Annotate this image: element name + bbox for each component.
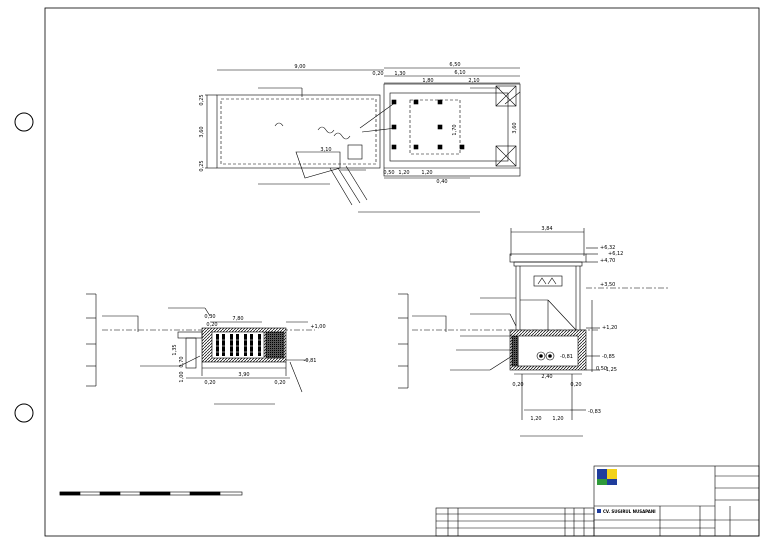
plan-dim-left-height: 3,60 bbox=[199, 126, 205, 137]
cross-bottom-c: 1,20 bbox=[552, 416, 563, 422]
binding-hole-bottom bbox=[14, 403, 34, 423]
plan-dim-sub-top: 6,10 bbox=[454, 70, 465, 76]
plan-dim-seg-c: 2,10 bbox=[468, 78, 479, 84]
cross-elev-3: +3,50 bbox=[600, 282, 615, 288]
long-section-labels: 7,80 +1,00 -0,81 0,30 0,20 0,20 3,90 0,2… bbox=[172, 314, 326, 386]
long-h-c: 1,00 bbox=[179, 371, 185, 382]
plan-dim-seg-a: 1,30 bbox=[394, 71, 405, 77]
long-section bbox=[86, 293, 315, 405]
cross-top-width: 3,84 bbox=[541, 226, 552, 232]
cross-elev-1: +6,12 bbox=[608, 251, 623, 257]
plan-dim-left-top: 0,25 bbox=[199, 94, 205, 105]
long-base-left: 0,20 bbox=[204, 380, 215, 386]
long-span-label: 7,80 bbox=[232, 316, 243, 322]
plan-dim-bottom-a: 0,50 bbox=[383, 170, 394, 176]
scale-bar bbox=[59, 491, 243, 496]
cross-elev-4: +1,20 bbox=[602, 325, 617, 331]
plan-dim-right-height: 3,60 bbox=[512, 122, 518, 133]
plan-dim-small-top: 0,20 bbox=[372, 71, 383, 77]
cross-small: 0,50 bbox=[596, 366, 607, 372]
long-h-a: 1,35 bbox=[172, 344, 178, 355]
plan-dim-bottom-total: 0,40 bbox=[436, 179, 447, 185]
long-elev-top: +1,00 bbox=[310, 324, 325, 330]
long-h-b: 0,70 bbox=[179, 356, 185, 367]
plan-dim-labels: 9,00 6,50 0,20 1,30 6,10 1,80 2,10 0,25 … bbox=[199, 62, 518, 185]
long-left-a: 0,30 bbox=[204, 314, 215, 320]
cross-section-labels: 3,84 +6,32 +6,12 +4,70 +3,50 +1,20 -0,85… bbox=[512, 226, 623, 422]
long-left-b: 0,20 bbox=[206, 322, 217, 328]
plan-dim-bottom-b: 1,20 bbox=[398, 170, 409, 176]
cross-bottom-b: 1,20 bbox=[530, 416, 541, 422]
plan-dim-left-bottom: 0,25 bbox=[199, 160, 205, 171]
cross-bottom-d: 0,20 bbox=[570, 382, 581, 388]
cross-mid: 2,40 bbox=[541, 374, 552, 380]
company-name: CV. SUGIRUL NUSAPANI bbox=[603, 509, 656, 514]
cross-water: -0,81 bbox=[560, 354, 573, 360]
cross-section bbox=[398, 228, 668, 437]
cross-elev-7: -0,83 bbox=[588, 409, 601, 415]
long-base-right: 0,20 bbox=[274, 380, 285, 386]
company-logo: CV. SUGIRUL NUSAPANI bbox=[597, 469, 656, 514]
long-base-mid: 3,90 bbox=[238, 372, 249, 378]
cross-bottom-a: 0,20 bbox=[512, 382, 523, 388]
plan-dim-stair: 3,10 bbox=[320, 147, 331, 153]
title-block bbox=[435, 465, 760, 537]
binding-hole-top bbox=[14, 112, 34, 132]
long-elev-bottom: -0,81 bbox=[304, 358, 317, 364]
plan-view bbox=[205, 67, 521, 213]
plan-dim-top-right: 6,50 bbox=[449, 62, 460, 68]
cross-elev-6: -1,25 bbox=[604, 367, 617, 373]
cross-elev-0: +6,32 bbox=[600, 245, 615, 251]
cross-elev-5: -0,85 bbox=[602, 354, 615, 360]
plan-dim-seg-b: 1,80 bbox=[422, 78, 433, 84]
plan-dim-inner-height: 1,70 bbox=[452, 124, 458, 135]
plan-dim-bottom-c: 1,20 bbox=[421, 170, 432, 176]
plan-dim-top-left: 9,00 bbox=[294, 64, 305, 70]
sheet-border bbox=[44, 7, 760, 537]
cross-elev-2: +4,70 bbox=[600, 258, 615, 264]
